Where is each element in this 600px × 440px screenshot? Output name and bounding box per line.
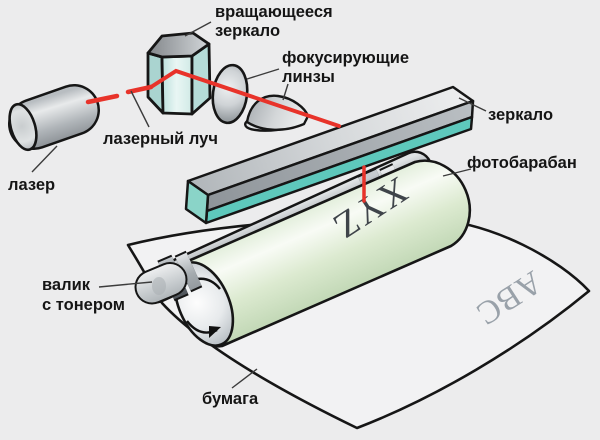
half-lens-dome (245, 94, 310, 131)
leader-lens-round (246, 68, 280, 80)
label-photo-drum: фотобарабан (467, 154, 577, 172)
leader-mirror (458, 97, 487, 112)
mirror-bar (184, 85, 475, 225)
leader-rotating-mirror (184, 21, 212, 37)
label-focusing-lenses-line2: линзы (282, 68, 335, 86)
label-mirror: зеркало (488, 106, 553, 124)
beam-main (149, 68, 341, 128)
leader-laser (31, 145, 58, 173)
label-focusing-lenses-line1: фокусирующие (282, 49, 409, 67)
labels: вращающееся зеркало фокусирующие линзы л… (8, 3, 577, 408)
label-laser: лазер (8, 176, 55, 194)
toner-roller-cap-shade (152, 277, 166, 295)
label-rotating-mirror-line2: зеркало (215, 22, 280, 40)
label-toner-roller-line2: с тонером (42, 296, 125, 314)
toner-roller-end (134, 250, 203, 305)
leader-lines (31, 21, 487, 389)
label-rotating-mirror-line1: вращающееся (215, 3, 333, 21)
label-toner-roller-line1: валик (42, 276, 91, 294)
mirror-end-face (184, 179, 210, 225)
laser-end-face (8, 102, 38, 152)
beam-dash-1 (85, 93, 120, 105)
prism-top-face (146, 31, 211, 59)
rotation-arrowhead-bottom (209, 326, 221, 338)
label-paper: бумага (202, 390, 259, 408)
laser-source (8, 84, 100, 152)
laser-body (10, 86, 98, 148)
focusing-lenses (211, 63, 310, 132)
leader-photo-drum (442, 168, 472, 177)
leader-toner-roller (98, 281, 153, 288)
leader-lens-half (282, 83, 289, 101)
leader-paper (231, 368, 258, 389)
label-laser-beam: лазерный луч (103, 130, 218, 148)
leader-laser-beam (130, 90, 150, 128)
prism-front-face (160, 54, 194, 116)
